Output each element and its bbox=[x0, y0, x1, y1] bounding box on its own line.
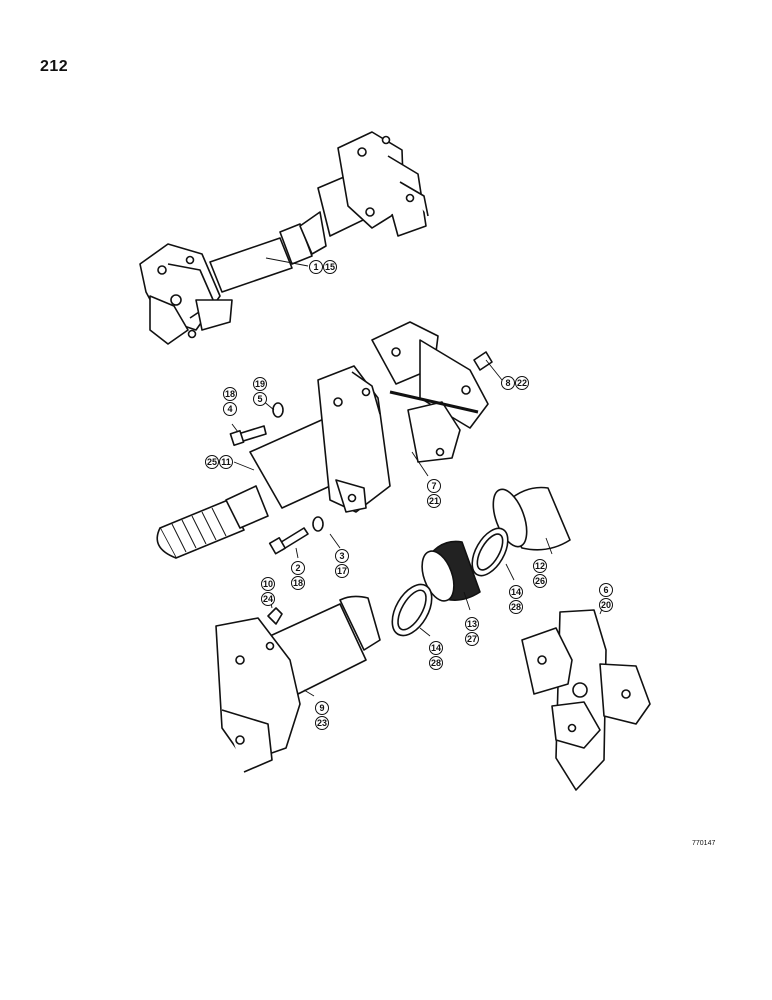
callout-number: 5 bbox=[257, 394, 262, 404]
callout-circle bbox=[219, 455, 233, 469]
callout-12: 10 24 bbox=[261, 577, 275, 606]
callout-circle bbox=[315, 716, 329, 730]
callout-number: 8 bbox=[505, 378, 510, 388]
callout-circle bbox=[291, 576, 305, 590]
callout-number: 10 bbox=[263, 579, 273, 589]
callout-circle bbox=[429, 656, 443, 670]
callout-circle bbox=[599, 598, 613, 612]
callout-number: 18 bbox=[225, 389, 235, 399]
callout-circle bbox=[261, 592, 275, 606]
middle-shaft bbox=[156, 321, 493, 559]
callout-circle bbox=[323, 260, 337, 274]
slip-yoke bbox=[215, 595, 381, 773]
callout-circle bbox=[427, 479, 441, 493]
callout-number: 27 bbox=[467, 634, 477, 644]
callout-13: 6 20 bbox=[599, 583, 613, 612]
callout-2: 18 4 bbox=[223, 387, 237, 416]
callout-number: 4 bbox=[227, 404, 232, 414]
callout-number: 21 bbox=[429, 496, 439, 506]
callout-circle bbox=[533, 574, 547, 588]
leader-lines bbox=[231, 257, 605, 697]
page-number: 212 bbox=[40, 58, 69, 75]
callout-14: 9 23 bbox=[315, 701, 329, 730]
callout-number: 14 bbox=[431, 643, 441, 653]
callout-circle bbox=[335, 549, 349, 563]
callout-number: 14 bbox=[511, 587, 521, 597]
callout-circle bbox=[501, 376, 515, 390]
callout-circle bbox=[253, 377, 267, 391]
callout-labels: 1 15 8 22 18 4 19 5 25 11 7 21 2 18 3 17 12 26 14 28 13 27 14 2… bbox=[205, 260, 613, 730]
callout-number: 25 bbox=[207, 457, 217, 467]
callout-circle bbox=[253, 392, 267, 406]
callout-number: 3 bbox=[339, 551, 344, 561]
callout-circle bbox=[205, 455, 219, 469]
callout-10: 13 27 bbox=[465, 617, 479, 646]
figure-code: 770147 bbox=[692, 840, 716, 847]
callout-3: 19 5 bbox=[253, 377, 267, 406]
callout-circle bbox=[429, 641, 443, 655]
callout-number: 23 bbox=[317, 718, 327, 728]
callout-circle bbox=[599, 583, 613, 597]
callout-number: 12 bbox=[535, 561, 545, 571]
callout-number: 24 bbox=[263, 594, 273, 604]
callout-circle bbox=[515, 376, 529, 390]
callout-0: 1 15 bbox=[309, 260, 337, 274]
callout-number: 6 bbox=[603, 585, 608, 595]
callout-number: 13 bbox=[467, 619, 477, 629]
callout-circle bbox=[335, 564, 349, 578]
callout-circle bbox=[315, 701, 329, 715]
callout-4: 25 11 bbox=[205, 455, 233, 469]
callout-number: 17 bbox=[337, 566, 347, 576]
callout-circle bbox=[465, 632, 479, 646]
callout-number: 11 bbox=[221, 457, 231, 467]
callout-number: 15 bbox=[325, 262, 335, 272]
callout-number: 18 bbox=[293, 578, 303, 588]
callout-circle bbox=[533, 559, 547, 573]
callout-number: 2 bbox=[295, 563, 300, 573]
callout-5: 7 21 bbox=[427, 479, 441, 508]
callout-circle bbox=[427, 494, 441, 508]
callout-circle bbox=[309, 260, 323, 274]
callout-number: 19 bbox=[255, 379, 265, 389]
callout-circle bbox=[465, 617, 479, 631]
bearing-components bbox=[391, 486, 571, 637]
callout-number: 22 bbox=[517, 378, 527, 388]
callout-number: 28 bbox=[431, 658, 441, 668]
callout-number: 1 bbox=[313, 262, 318, 272]
callout-circle bbox=[291, 561, 305, 575]
callout-circle bbox=[261, 577, 275, 591]
universal-joint bbox=[521, 609, 651, 791]
callout-number: 28 bbox=[511, 602, 521, 612]
top-drive-shaft bbox=[139, 131, 429, 345]
callout-circle bbox=[509, 600, 523, 614]
callout-circle bbox=[223, 402, 237, 416]
callout-11: 14 28 bbox=[429, 641, 443, 670]
callout-6: 2 18 bbox=[291, 561, 305, 590]
callout-number: 20 bbox=[601, 600, 611, 610]
callout-number: 7 bbox=[431, 481, 436, 491]
callout-9: 14 28 bbox=[509, 585, 523, 614]
callout-7: 3 17 bbox=[335, 549, 349, 578]
callout-circle bbox=[223, 387, 237, 401]
callout-number: 9 bbox=[319, 703, 324, 713]
callout-1: 8 22 bbox=[501, 376, 529, 390]
callout-circle bbox=[509, 585, 523, 599]
callout-8: 12 26 bbox=[533, 559, 547, 588]
callout-number: 26 bbox=[535, 576, 545, 586]
